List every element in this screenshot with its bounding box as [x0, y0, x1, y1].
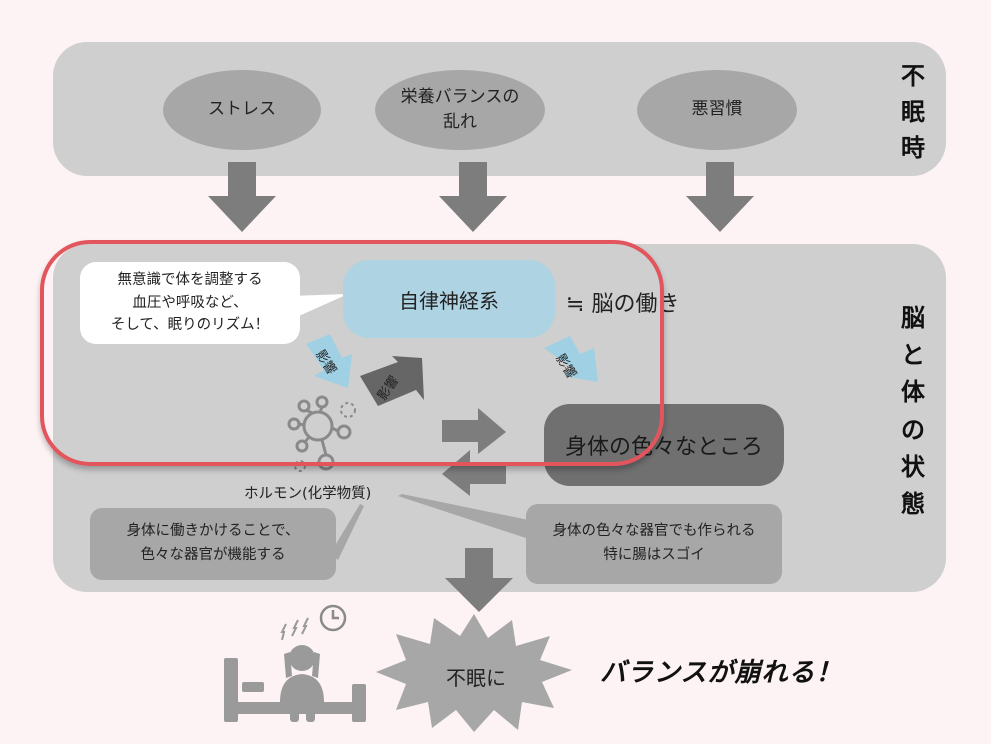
- down-arrow-icon: [208, 162, 276, 232]
- autonomic-label: 自律神経系: [399, 288, 499, 313]
- main-panel-title: 脳 と 体 の 状 態: [893, 300, 933, 523]
- down-arrow-icon: [445, 548, 513, 612]
- note-right-text: 身体の色々な器官でも作られる 特に腸はスゴイ: [552, 523, 756, 563]
- influence-arrow-icon: [360, 356, 424, 406]
- top-title-char: 不: [901, 62, 925, 90]
- top-panel-title: 不 眠 時: [893, 58, 933, 166]
- highlight-frame: [40, 240, 664, 466]
- speech-bubble: 無意識で体を調整する 血圧や呼吸など、 そして、眠りのリズム！: [80, 262, 300, 344]
- bubble-tail: [290, 294, 348, 320]
- down-arrow-icon: [686, 162, 754, 232]
- body-parts-box: 身体の色々なところ: [544, 404, 784, 486]
- insomnia-label: 不眠に: [446, 666, 506, 690]
- influence-arrow-icon: [544, 336, 598, 382]
- main-title-char: 脳: [901, 304, 925, 332]
- main-title-char: 状: [901, 452, 925, 481]
- influence-arrow-icon: [306, 334, 352, 388]
- bubble-text: 無意識で体を調整する 血圧や呼吸など、 そして、眠りのリズム！: [110, 272, 270, 334]
- main-title-char: 態: [901, 489, 925, 518]
- cause-bad-habits-label: 悪習慣: [691, 99, 743, 120]
- balance-broken-caption: バランスが崩れる！: [600, 658, 843, 688]
- exchange-arrows-icon: [442, 408, 506, 496]
- main-title-char: と: [901, 341, 925, 370]
- main-title-char: の: [901, 415, 925, 444]
- clock-icon: [319, 604, 347, 632]
- molecule-icon: [287, 395, 356, 472]
- down-arrow-icon: [439, 162, 507, 232]
- main-title-char: 体: [901, 378, 925, 407]
- top-title-char: 眠: [901, 98, 925, 126]
- cause-bad-habits: 悪習慣: [637, 70, 797, 150]
- note-pointer-left: [330, 504, 364, 560]
- cause-stress: ストレス: [163, 70, 321, 150]
- burst-shape-icon: [376, 614, 572, 732]
- cause-nutrition: 栄養バランスの 乱れ: [375, 70, 545, 150]
- sleepless-person-icon: [224, 617, 366, 722]
- top-title-char: 時: [901, 134, 925, 162]
- note-pointer-right: [398, 494, 548, 542]
- hormone-label: ホルモン(化学物質): [244, 486, 372, 502]
- cause-nutrition-label: 栄養バランスの 乱れ: [400, 86, 520, 133]
- autonomic-nervous-box: 自律神経系: [343, 260, 555, 338]
- note-right: 身体の色々な器官でも作られる 特に腸はスゴイ: [526, 504, 782, 584]
- body-parts-label: 身体の色々なところ: [564, 435, 763, 460]
- cause-stress-label: ストレス: [208, 99, 276, 120]
- note-left-text: 身体に働きかけることで、 色々な器官が機能する: [126, 523, 300, 563]
- note-left: 身体に働きかけることで、 色々な器官が機能する: [90, 508, 336, 580]
